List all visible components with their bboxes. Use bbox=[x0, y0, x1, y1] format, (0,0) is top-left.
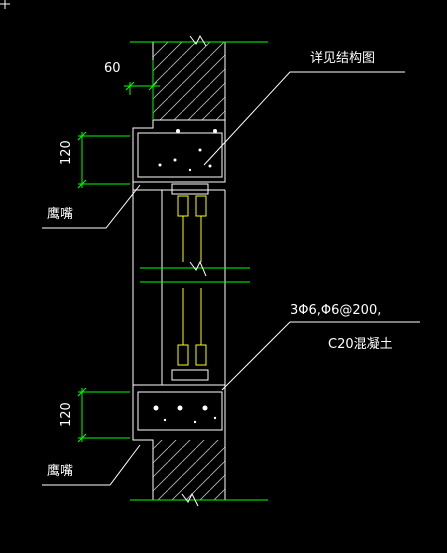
leader-lower-corbel: 鹰嘴 bbox=[42, 444, 141, 486]
dimension-120-upper: 120 bbox=[59, 131, 130, 189]
rebar-dot bbox=[202, 405, 208, 411]
rebar-dot bbox=[153, 405, 159, 411]
dimension-120-lower-label: 120 bbox=[59, 402, 74, 427]
rebar-spec-line1: 3Φ6,Φ6@200, bbox=[290, 303, 381, 318]
rebar-dot bbox=[176, 129, 180, 133]
dimension-60: 60 bbox=[104, 60, 160, 120]
window-frame bbox=[132, 183, 250, 385]
rebar-spec-line2: C20混凝土 bbox=[328, 336, 393, 352]
corner-mark bbox=[0, 0, 10, 9]
lower-corbel-label: 鹰嘴 bbox=[47, 463, 73, 479]
upper-lintel bbox=[132, 119, 226, 191]
dimension-120-upper-label: 120 bbox=[59, 140, 74, 165]
detail-reference-label: 详见结构图 bbox=[310, 51, 375, 66]
rebar-dot bbox=[213, 129, 217, 133]
rebar-dot bbox=[177, 405, 183, 411]
lower-wall bbox=[130, 440, 268, 507]
leader-rebar-spec: 3Φ6,Φ6@200, C20混凝土 bbox=[221, 303, 420, 391]
leader-detail-reference: 详见结构图 bbox=[203, 51, 405, 166]
dimension-60-label: 60 bbox=[104, 61, 121, 76]
leader-upper-corbel: 鹰嘴 bbox=[42, 184, 141, 229]
dimension-120-lower: 120 bbox=[59, 387, 130, 443]
upper-wall bbox=[130, 34, 268, 120]
upper-corbel-label: 鹰嘴 bbox=[47, 206, 73, 222]
